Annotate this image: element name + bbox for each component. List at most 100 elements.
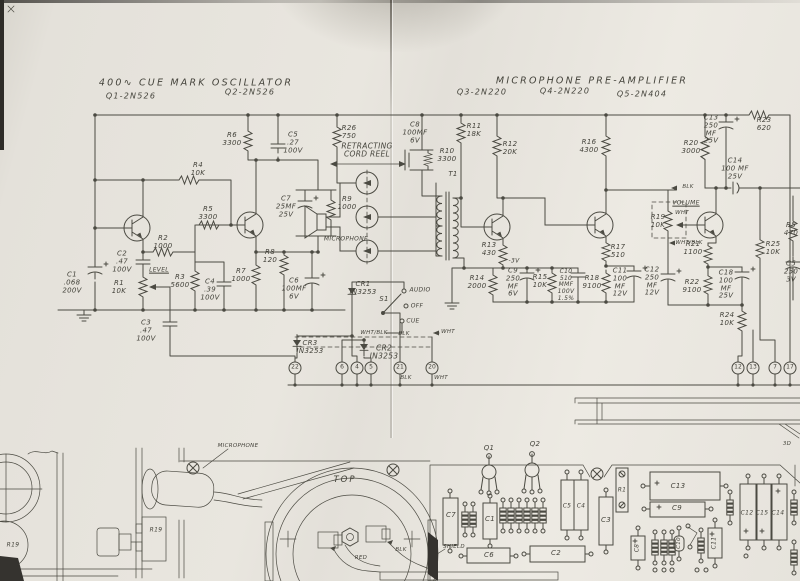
top-rail (93, 110, 791, 120)
label-microphone: MICROPHONE (323, 235, 369, 243)
board-label-c8: C8 (633, 543, 641, 553)
label-wht: WHT (675, 209, 689, 216)
label-retracting-cord-reel: RETRACTING CORD REEL (341, 141, 393, 159)
label-c10: C10 510 MMF 100V 1.5% (557, 268, 575, 303)
label-c5-cut: C5 250 3V (783, 259, 799, 283)
paper-fold-line (390, 0, 392, 438)
label-r12: R12 20K (502, 140, 518, 156)
transistor-q1 (117, 214, 151, 242)
board-label-r19-panel: R19 (6, 541, 20, 549)
board-label-c2: C2 (551, 549, 561, 558)
board-label-r1: R1 (617, 486, 627, 494)
board-label-microphone: MICROPHONE (217, 442, 259, 449)
label-r10: R10 3300 (437, 147, 457, 163)
board-label-q2: Q2 (529, 440, 541, 449)
label-c6: C6 100MF 6V (281, 276, 307, 300)
board-label-c1: C1 (485, 515, 495, 524)
label-blk-cable: BLK (398, 330, 410, 337)
mic-clamp-screw (186, 461, 200, 475)
label-r5-cut: R5 470 (783, 221, 799, 237)
label-r3: R3 5600 (170, 273, 190, 289)
label-r22: R22 9100 (682, 278, 702, 294)
microphone-symbol (304, 182, 357, 252)
label-c3: C3 .47 100V (136, 318, 156, 342)
terminal-7: 7 (773, 363, 777, 371)
reel-screw (386, 463, 400, 477)
board-label-shield: SHIELD (443, 543, 465, 550)
oscillator-q2-type: Q2-2N526 (224, 87, 276, 97)
label-c7: C7 25MF 25V (275, 194, 297, 218)
board-transistor-q1 (478, 453, 500, 496)
label-c11: C11 100 MF 12V (612, 266, 628, 298)
label-r26: R26 750 (341, 124, 357, 140)
label-off: OFF (410, 302, 424, 310)
label-cr3: CR3 IN3253 (296, 339, 324, 355)
label-r16: R16 4300 (579, 138, 599, 154)
label-c14: C14 100 MF 25V (721, 156, 749, 180)
oscillator-title: 400∿ CUE MARK OSCILLATOR (98, 77, 294, 89)
label-level: LEVEL (149, 266, 169, 274)
label-c13: C13 250 MF 25V (703, 113, 719, 145)
terminal-17: 17 (786, 363, 794, 371)
label-r24: R24 10K (719, 311, 735, 327)
label-cue: CUE (406, 317, 420, 325)
label-blk-terminal21: BLK (400, 374, 412, 381)
board-label-r19-pot: R19 (149, 526, 163, 534)
board-label-c12: C12 (740, 509, 754, 517)
transformer-t1 (435, 182, 465, 269)
circuit-board-layout (428, 451, 800, 581)
left-panel-side-view (0, 447, 263, 581)
hub-hex-nut (341, 527, 359, 547)
preamp-q4-type: Q4-2N220 (539, 86, 591, 96)
label-t1: T1 (448, 170, 458, 179)
label-whtblk: WHT/BLK (675, 239, 703, 246)
transistor-q2 (230, 211, 264, 239)
terminal-13: 13 (749, 363, 757, 371)
label-c9: C9 250 MF 6V (505, 266, 521, 298)
board-label-c9: C9 (672, 504, 682, 513)
label-s1: S1 (379, 295, 389, 304)
terminal-12: 12 (734, 363, 742, 371)
label-r17: R17 510 (610, 243, 626, 259)
board-label-c6: C6 (484, 551, 494, 560)
label-r5: R5 3300 (198, 205, 218, 221)
board-label-red-wire: RED (354, 554, 368, 561)
board-label-q1: Q1 (483, 444, 495, 453)
label-r23: R23 620 (756, 116, 772, 132)
label-audio: AUDIO (409, 286, 431, 294)
preamp-section (477, 114, 669, 304)
level-pot-r1 (138, 273, 148, 301)
label-r14: R14 2000 (467, 274, 487, 290)
label-r6: R6 3300 (222, 131, 242, 147)
label-whtblk-cable: WHT/BLK (360, 329, 388, 336)
label-wht-cable: WHT (441, 328, 455, 335)
label-r4: R4 10K (190, 161, 206, 177)
label-r9: R9 1000 (337, 195, 357, 211)
label-c5: C5 .27 100V (283, 130, 303, 154)
oscillator-q1-type: Q1-2N526 (105, 91, 157, 101)
board-label-c7: C7 (446, 511, 456, 520)
ground-symbol-oscillator (76, 309, 92, 322)
paper-fold-highlight (392, 0, 393, 438)
label-r18: R18 9100 (582, 274, 602, 290)
label-c4: C4 .39 100V (200, 277, 220, 301)
label-r2: R2 1000 (153, 234, 173, 250)
label-cr2: CR2 IN3253 (369, 343, 399, 361)
terminal-20: 20 (428, 363, 436, 371)
label-r1: R1 10K (111, 279, 127, 295)
preamp-q5-type: Q5-2N404 (616, 89, 668, 99)
label-r13: R13 430 (481, 241, 497, 257)
label-r15: R15 10K (532, 273, 548, 289)
board-label-top: TOP (333, 475, 357, 486)
page-curl-shadow (270, 0, 520, 52)
board-label-c13: C13 (670, 482, 686, 491)
board-label-c3: C3 (601, 516, 611, 525)
board-label-c4: C4 (576, 502, 586, 510)
board-label-c5: C5 (562, 502, 572, 510)
chassis-rail-side-view (574, 397, 800, 439)
label-r20: R20 3000 (681, 139, 701, 155)
transistor-q4 (580, 211, 614, 239)
transistor-q3 (477, 213, 511, 241)
